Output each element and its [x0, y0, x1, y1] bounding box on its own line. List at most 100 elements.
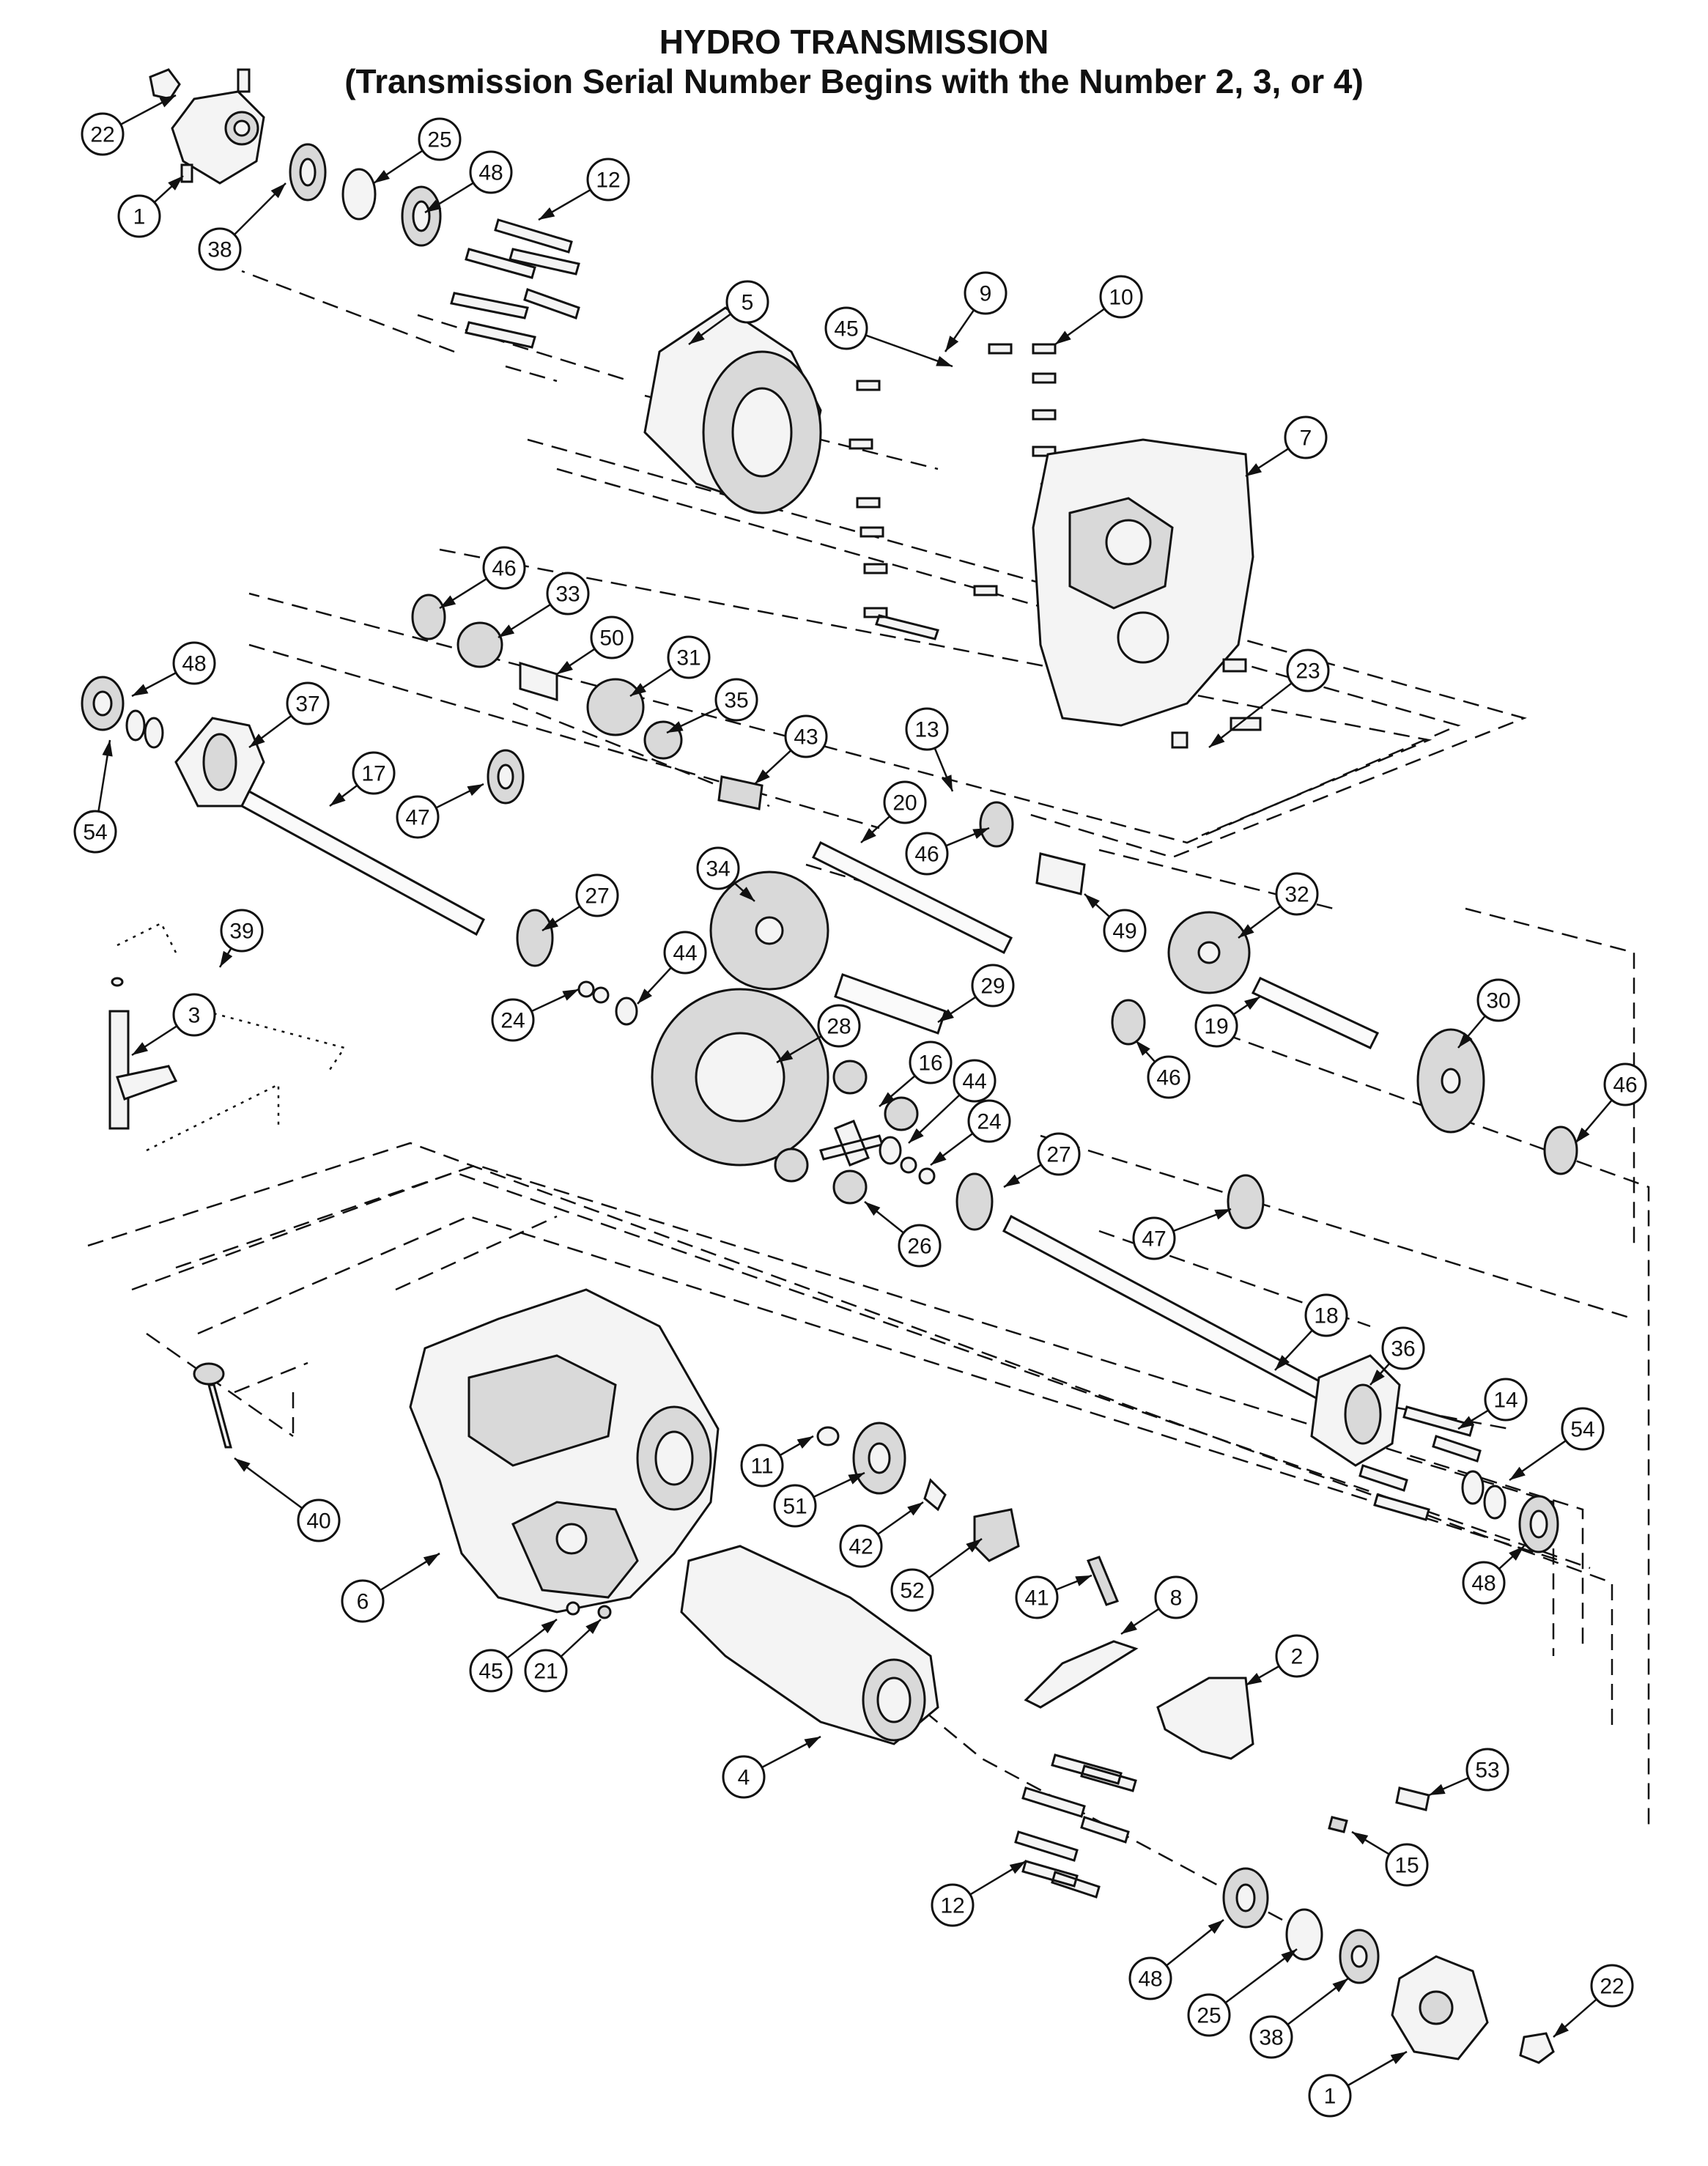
callout-circle	[967, 1099, 1011, 1143]
callout-number: 43	[794, 725, 818, 750]
leader-arrowhead	[159, 95, 176, 108]
callout-circle	[890, 1568, 934, 1612]
callout-number: 45	[834, 317, 858, 341]
callout-number: 7	[1300, 426, 1312, 451]
callout-23: 23	[1208, 648, 1330, 748]
leader-arrowhead	[931, 1151, 947, 1165]
leader-arrowhead	[936, 355, 953, 366]
callout-circle	[773, 1484, 817, 1528]
callout-circle	[740, 1444, 784, 1487]
callout-34: 34	[696, 846, 755, 902]
callout-number: 12	[940, 1894, 964, 1918]
leader-arrowhead	[938, 1009, 954, 1022]
leader-arrowhead	[861, 828, 876, 843]
callout-circle	[469, 150, 513, 194]
callout-circle	[1462, 1561, 1506, 1605]
leader-arrowhead	[1004, 1174, 1021, 1187]
callout-number: 33	[555, 583, 580, 607]
callout-circle	[971, 964, 1015, 1008]
callout-number: 44	[962, 1070, 986, 1094]
callout-number: 42	[849, 1535, 873, 1559]
callout-20: 20	[860, 780, 927, 843]
leader-arrowhead	[630, 683, 646, 696]
leader-arrowhead	[1084, 894, 1100, 909]
callout-18: 18	[1274, 1293, 1348, 1371]
leader-arrowhead	[234, 1458, 251, 1472]
leader-arrowhead	[1238, 924, 1254, 938]
callout-circle	[1381, 1326, 1425, 1370]
callout-36: 36	[1369, 1326, 1425, 1386]
callout-27: 27	[1003, 1132, 1081, 1189]
callout-number: 38	[1259, 2026, 1283, 2050]
callout-circle	[1147, 1055, 1191, 1099]
callout-46: 46	[905, 827, 990, 876]
callout-14: 14	[1457, 1378, 1528, 1430]
callout-1: 1	[1308, 2050, 1408, 2118]
callout-number: 3	[188, 1004, 201, 1028]
callout-28: 28	[776, 1004, 861, 1064]
parts-artwork	[81, 68, 1650, 2064]
callout-circle	[396, 795, 440, 839]
leader-arrowhead	[1458, 1032, 1473, 1048]
leader-arrowhead	[585, 1619, 601, 1635]
callout-48: 48	[1462, 1545, 1525, 1605]
callout-circle	[1128, 1956, 1172, 2000]
callout-17: 17	[329, 751, 396, 807]
callout-25: 25	[373, 117, 462, 185]
callout-number: 24	[500, 1009, 525, 1033]
callout-circle	[586, 158, 630, 202]
callout-48: 48	[1128, 1919, 1224, 2000]
callout-53: 53	[1428, 1748, 1509, 1797]
leader-arrowhead	[1246, 463, 1262, 476]
callout-49: 49	[1084, 893, 1147, 953]
leader-arrowhead	[804, 1737, 821, 1749]
callout-number: 29	[980, 975, 1005, 999]
leader-arrowhead	[539, 207, 555, 220]
callout-number: 15	[1394, 1854, 1419, 1878]
leader-arrowhead	[777, 1049, 794, 1062]
callout-circle	[524, 1649, 568, 1693]
leader-arrowhead	[1281, 1949, 1297, 1963]
leader-arrowhead	[667, 721, 684, 733]
callout-number: 22	[1600, 1975, 1624, 1999]
leader-arrowhead	[739, 887, 755, 901]
callout-42: 42	[839, 1501, 924, 1568]
callout-circle	[220, 909, 264, 953]
callout-circle	[1590, 1964, 1634, 2008]
callout-number: 40	[306, 1509, 330, 1534]
callout-circle	[1308, 2074, 1352, 2118]
callout-22: 22	[1553, 1964, 1634, 2038]
leader-arrowhead	[330, 792, 346, 806]
callout-2: 2	[1245, 1634, 1319, 1687]
callout-50: 50	[556, 616, 634, 676]
diagram-subtitle: (Transmission Serial Number Begins with …	[344, 62, 1364, 100]
callout-46: 46	[1575, 1062, 1647, 1144]
callout-11: 11	[740, 1435, 814, 1487]
callout-number: 54	[83, 821, 107, 845]
callout-circle	[667, 635, 711, 679]
callout-circle	[696, 846, 740, 890]
callout-number: 14	[1493, 1389, 1517, 1413]
callout-circle	[1286, 648, 1330, 692]
callout-circle	[1275, 872, 1319, 916]
callout-30: 30	[1457, 978, 1520, 1049]
callout-circle	[482, 546, 526, 590]
callout-circle	[1304, 1293, 1348, 1337]
callout-51: 51	[773, 1471, 865, 1528]
callout-24: 24	[930, 1099, 1011, 1167]
leader-arrowhead	[562, 989, 579, 1001]
callout-number: 46	[914, 843, 939, 867]
callout-number: 5	[742, 291, 754, 315]
leader-arrowhead	[1275, 1355, 1290, 1370]
leader-arrowhead	[1246, 1673, 1262, 1685]
callout-number: 11	[750, 1455, 773, 1479]
callout-circle	[418, 117, 462, 161]
callout-number: 39	[229, 920, 254, 944]
callout-47: 47	[396, 783, 484, 839]
callout-number: 6	[357, 1590, 369, 1614]
leader-arrowhead	[637, 988, 652, 1004]
callout-circle	[1484, 1378, 1528, 1422]
callout-circle	[824, 306, 868, 350]
callout-circle	[1099, 275, 1143, 319]
callout-number: 48	[182, 652, 206, 676]
